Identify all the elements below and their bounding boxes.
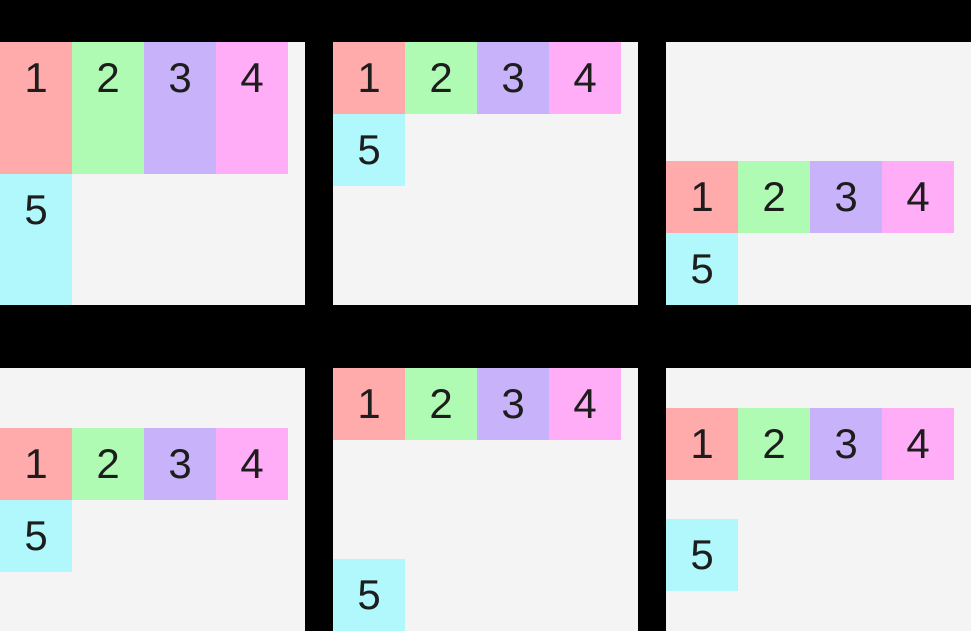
flex-item-2: 2 [738,407,810,480]
flex-panel-flex-start: 1 2 3 4 5 [333,42,638,305]
flex-item-3: 3 [810,161,882,233]
flex-item-2: 2 [405,42,477,114]
flex-item-2: 2 [72,42,144,174]
flex-item-5: 5 [666,519,738,592]
flex-item-1: 1 [0,42,72,174]
flex-item-5: 5 [0,499,72,572]
flex-item-1: 1 [333,42,405,114]
flex-item-1: 1 [0,427,72,500]
flex-item-2: 2 [405,368,477,440]
flex-item-4: 4 [882,407,954,480]
flex-item-5: 5 [666,233,738,305]
flex-panel-stretch: 1 2 3 4 5 [0,42,305,305]
flex-item-1: 1 [666,161,738,233]
flex-item-4: 4 [549,42,621,114]
flex-item-5: 5 [333,559,405,631]
flex-item-4: 4 [216,427,288,500]
flex-item-4: 4 [216,42,288,174]
flex-panel-center: 1 2 3 4 5 [0,368,305,631]
flex-item-3: 3 [144,42,216,174]
flex-item-1: 1 [333,368,405,440]
flex-panel-space-between: 1 2 3 4 5 [333,368,638,631]
flex-item-2: 2 [738,161,810,233]
flex-item-4: 4 [882,161,954,233]
flex-item-1: 1 [666,407,738,480]
flex-item-4: 4 [549,368,621,440]
flex-item-3: 3 [144,427,216,500]
flex-panel-flex-end: 1 2 3 4 5 [666,42,971,305]
flex-item-3: 3 [477,368,549,440]
flex-item-3: 3 [810,407,882,480]
flex-item-5: 5 [333,114,405,186]
flex-item-3: 3 [477,42,549,114]
flex-item-2: 2 [72,427,144,500]
flex-panel-space-evenly: 1 2 3 4 5 [666,368,971,631]
flex-item-5: 5 [0,173,72,305]
